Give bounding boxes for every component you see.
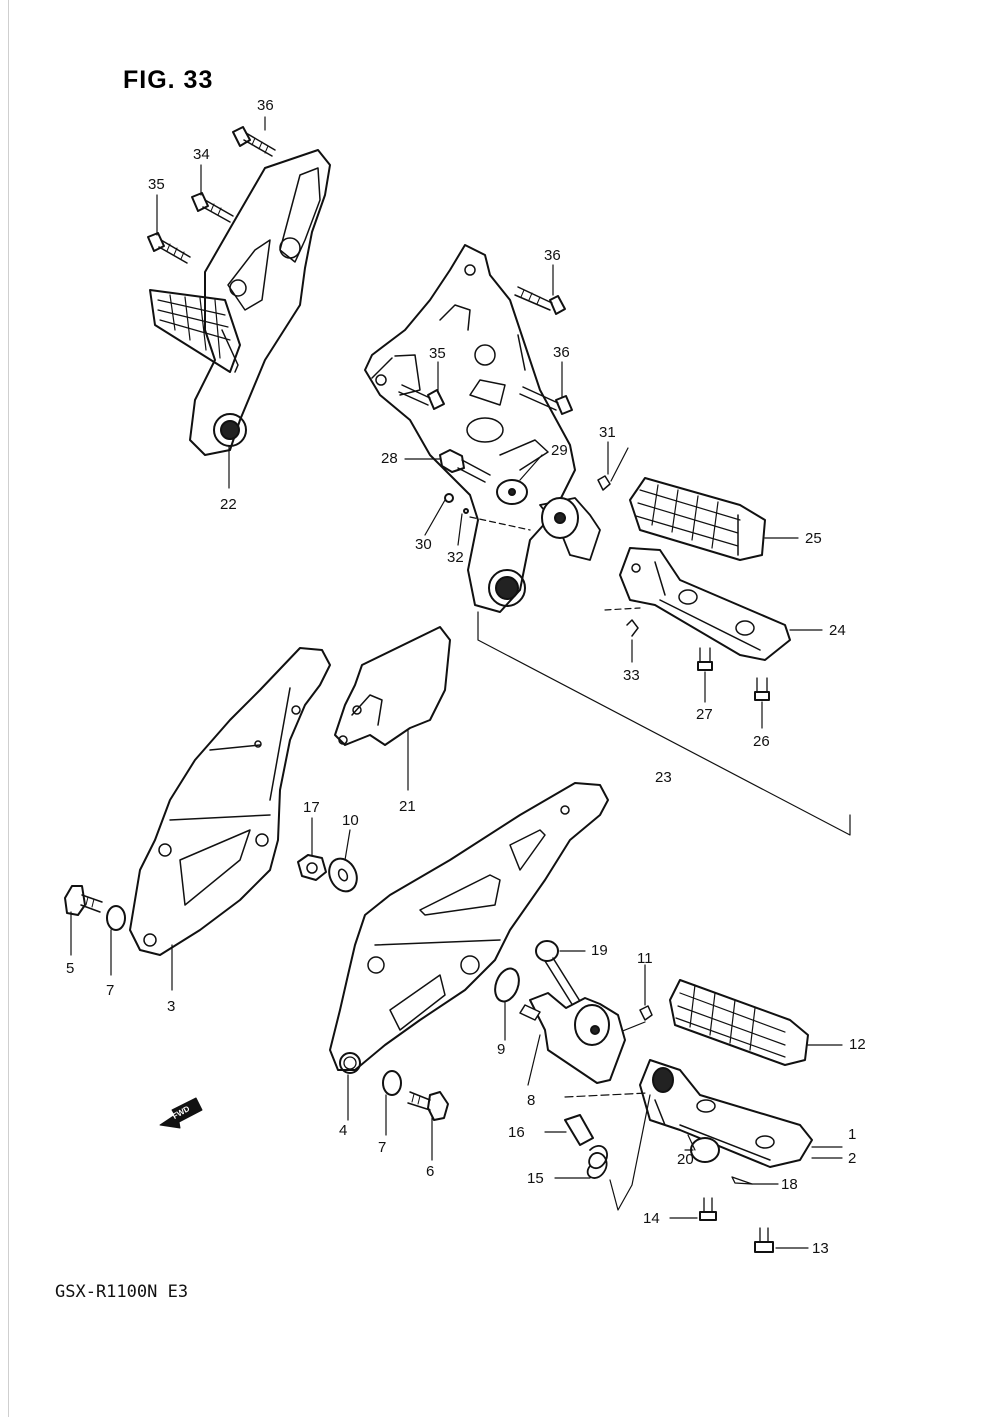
callout-20: 20 [677,1151,694,1168]
callout-3: 3 [167,998,176,1015]
front-footrest-bracket-3 [129,647,331,991]
callout-24: 24 [829,622,846,639]
callout-25: 25 [805,530,822,547]
heel-guard-21 [334,626,451,791]
bolt-35-upper [147,232,191,264]
callout-7-right: 7 [378,1139,387,1156]
rear-footrest-bracket-23 [364,244,851,836]
bolt-36-mid [519,386,573,415]
callout-36-top-right: 36 [544,247,561,264]
nut-17 [297,854,327,881]
model-code: GSX-R1100N E3 [55,1282,189,1302]
footpeg-rubber-12 [669,979,843,1066]
callout-7-left: 7 [106,982,115,999]
callout-19: 19 [591,942,608,959]
callout-4: 4 [339,1122,348,1139]
screw-27 [697,647,713,671]
bolt-35-mid [398,384,445,410]
callout-26: 26 [753,733,770,750]
collar-16 [564,1114,594,1146]
bolt-5 [64,885,103,916]
footpeg-24 [619,547,791,661]
callout-1: 1 [848,1126,857,1143]
leaders-17-10 [311,817,351,861]
callout-30: 30 [415,536,432,553]
callout-10: 10 [342,812,359,829]
callout-2: 2 [848,1150,857,1167]
callout-17: 17 [303,799,320,816]
callout-16: 16 [508,1124,525,1141]
pivot-bolt-28 [439,449,491,483]
callout-15: 15 [527,1170,544,1187]
callout-35-mid: 35 [429,345,446,362]
front-footrest-bracket-4 [329,782,609,1121]
callout-22: 22 [220,496,237,513]
footpeg-holder-8 [519,992,626,1086]
left-margin-line [8,0,9,1417]
callout-32: 32 [447,549,464,566]
callout-36-mid: 36 [553,344,570,361]
callout-12: 12 [849,1036,866,1053]
washer-10 [328,857,358,893]
spring-32 [463,508,469,514]
callout-11: 11 [637,950,653,967]
callout-13: 13 [812,1240,829,1257]
leaders-bracket-23 [404,264,629,546]
callout-21: 21 [399,798,416,815]
bolt-36-top-right [514,286,566,315]
bolt-36-upper [232,126,276,157]
rear-footrest-bracket-22 [149,149,331,456]
callout-23: 23 [655,769,672,786]
leaders-lower-right [544,1092,843,1249]
spring-15 [586,1145,608,1179]
washer-29 [496,479,528,505]
bolt-6 [407,1091,449,1121]
leaders-upper-left [156,116,266,489]
callout-14: 14 [643,1210,660,1227]
callout-33: 33 [623,667,640,684]
ball-30 [444,493,454,503]
forward-direction-arrow-icon [159,1097,203,1129]
leaders-5-7 [70,911,112,976]
callout-29: 29 [551,442,568,459]
screw-13 [754,1227,774,1253]
callout-18: 18 [781,1176,798,1193]
clip-33 [626,619,639,637]
washer-7-left [106,905,126,931]
clip-31 [597,475,611,491]
leaders-7-6 [385,1094,433,1161]
footpeg-rubber-25 [629,477,766,561]
callout-34: 34 [193,146,210,163]
callout-28: 28 [381,450,398,467]
callout-27: 27 [696,706,713,723]
callout-9: 9 [497,1041,506,1058]
cotter-pin-18 [731,1176,753,1185]
bolt-34 [191,192,234,223]
callout-36-upper: 36 [257,97,274,114]
clip-11 [639,1005,653,1021]
callout-8: 8 [527,1092,536,1109]
screw-26 [754,677,770,701]
screw-14 [699,1197,717,1221]
callout-35-upper: 35 [148,176,165,193]
figure-title: FIG. 33 [123,66,214,94]
callout-6: 6 [426,1163,435,1180]
washer-9 [494,967,520,1003]
washer-7-right [382,1070,402,1096]
callout-5: 5 [66,960,75,977]
callout-31: 31 [599,424,616,441]
leaders-footpeg-24 [604,537,823,729]
footpeg-1 [639,1059,813,1168]
